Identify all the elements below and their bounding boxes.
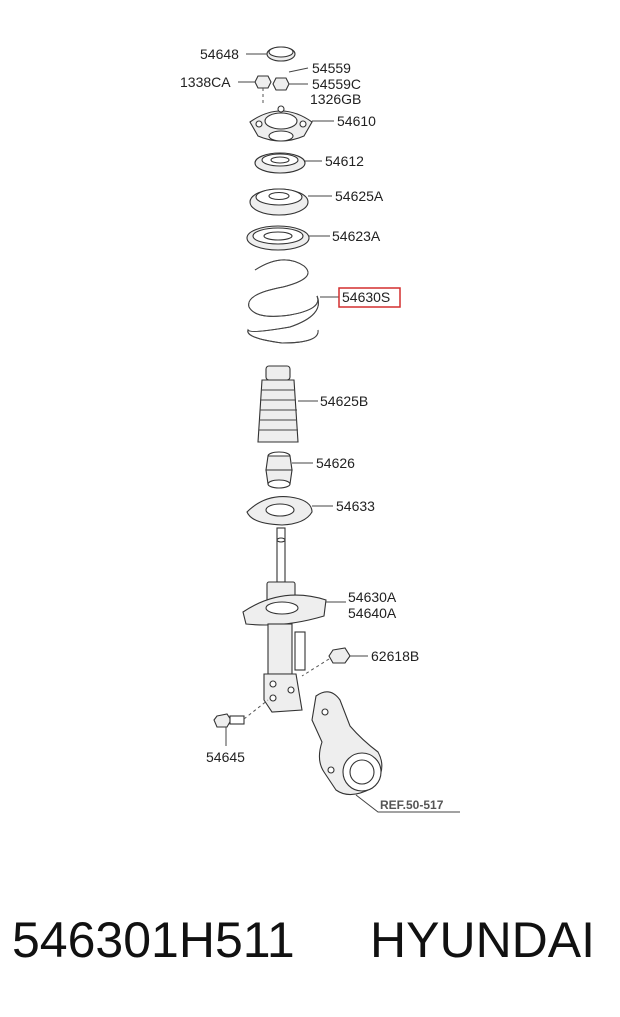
label-54610: 54610 (337, 113, 376, 129)
part-54630S-coil-spring (247, 259, 319, 344)
label-ref: REF.50-517 (380, 798, 444, 812)
part-1338CA-bolt (254, 75, 272, 106)
label-54648: 54648 (200, 46, 239, 62)
label-54630S[interactable]: 54630S (342, 289, 390, 305)
part-54559-nut (272, 77, 290, 91)
label-54625A: 54625A (335, 188, 384, 204)
part-54612-bearing (254, 152, 306, 174)
label-54559: 54559 (312, 60, 351, 76)
part-54623A-spring-pad (246, 225, 310, 251)
part-54625A-spring-seat (249, 188, 309, 216)
caption-part-number: 546301H511 (12, 912, 295, 968)
part-54645-bolt (213, 699, 269, 728)
part-54633-plate (246, 496, 313, 526)
label-54559C: 54559C (312, 76, 361, 92)
caption-brand: HYUNDAI (370, 912, 596, 968)
label-54645: 54645 (206, 749, 245, 765)
strut-assembly-diagram: 54648 1338CA 54559 54559C 1326GB 54610 5… (180, 46, 460, 813)
label-54633: 54633 (336, 498, 375, 514)
part-54610-mount (249, 105, 313, 142)
label-1326GB: 1326GB (310, 91, 361, 107)
part-54630A-strut (242, 527, 327, 713)
label-62618B: 62618B (371, 648, 419, 664)
label-54640A: 54640A (348, 605, 397, 621)
label-1338CA: 1338CA (180, 74, 231, 90)
part-steering-knuckle (311, 691, 383, 796)
label-54630A: 54630A (348, 589, 397, 605)
leader-ref (355, 794, 460, 813)
label-54626: 54626 (316, 455, 355, 471)
caption: 546301H511 HYUNDAI (0, 905, 620, 975)
label-54625B: 54625B (320, 393, 368, 409)
part-54626-bump-stop (265, 451, 293, 489)
part-54625B-dust-boot (257, 365, 299, 443)
part-62618B-nut (301, 647, 351, 677)
leader-54559 (288, 67, 309, 73)
label-54612: 54612 (325, 153, 364, 169)
label-54623A: 54623A (332, 228, 381, 244)
part-54648-cap (266, 46, 296, 62)
highlight-box-54630S (338, 287, 401, 308)
